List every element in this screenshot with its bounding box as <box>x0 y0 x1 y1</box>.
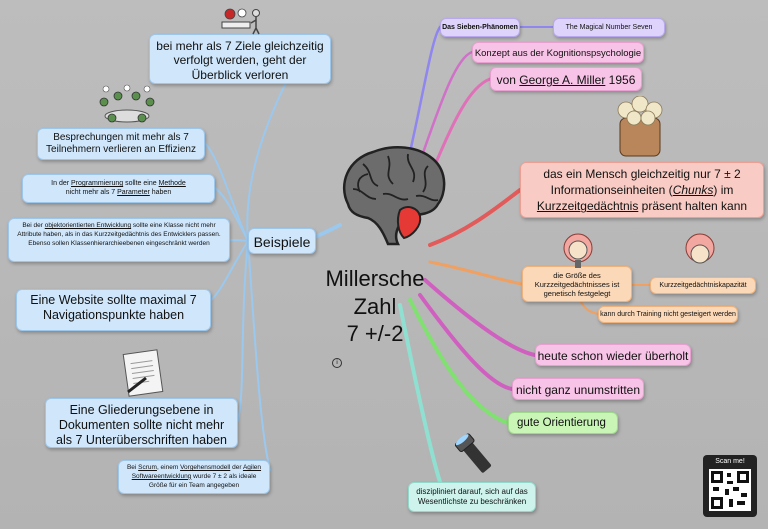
chunks-link[interactable]: Chunks <box>672 183 714 198</box>
node-orientation[interactable]: gute Orientierung <box>508 412 618 434</box>
link-scrum <box>247 240 271 471</box>
person-with-goals-icon <box>221 8 260 35</box>
programmierung-link[interactable]: Programmierung <box>71 180 124 187</box>
flashlight-icon <box>454 433 491 473</box>
node-document[interactable]: Eine Gliederungsebene in Dokumenten soll… <box>45 398 238 448</box>
vorgehensmodell-link[interactable]: Vorgehensmodell <box>180 464 231 471</box>
node-magical-number[interactable]: The Magical Number Seven <box>553 18 665 37</box>
link-genetic <box>428 260 524 286</box>
link-orientation <box>408 298 510 425</box>
node-controversial[interactable]: nicht ganz unumstritten <box>512 378 644 400</box>
node-discipline[interactable]: diszipliniert darauf, sich auf das Wesen… <box>408 482 536 512</box>
central-topic-line3: 7 +/-2 <box>346 321 404 346</box>
node-examples[interactable]: Beispiele <box>248 228 316 254</box>
link-training <box>579 299 599 315</box>
node-capacity[interactable]: das ein Mensch gleichzeitig nur 7 ± 2 In… <box>520 162 764 218</box>
node-training[interactable]: kann durch Training nicht gesteigert wer… <box>598 306 738 323</box>
qr-code-panel[interactable]: Scan me! <box>703 455 757 517</box>
qr-code-icon <box>709 469 751 511</box>
head-with-brain-icon <box>563 233 593 268</box>
miller-link[interactable]: George A. Miller <box>519 73 606 87</box>
node-outdated[interactable]: heute schon wieder überholt <box>535 344 691 366</box>
brain-head-icon <box>685 233 715 264</box>
node-kzg-capacity[interactable]: Kurzzeitgedächtniskapazität <box>650 277 756 294</box>
kurzzeitgedaechtnis-link[interactable]: Kurzzeitgedächtnis <box>536 199 639 214</box>
node-concept[interactable]: Konzept aus der Kognitionspsychologie <box>472 42 644 63</box>
contract-document-icon <box>122 349 164 397</box>
meeting-people-icon <box>99 84 155 123</box>
link-controversial <box>418 293 514 391</box>
central-topic[interactable]: Millersche Zahl 7 +/-2 <box>320 265 430 348</box>
agile-link[interactable]: Agilen Softwareentwicklung <box>131 464 262 480</box>
node-goals[interactable]: bei mehr als 7 Ziele gleichzeitig verfol… <box>149 34 331 84</box>
central-topic-line2: Zahl <box>353 293 397 319</box>
node-genetic[interactable]: die Größe des Kurzzeitgedächtnisses ist … <box>522 266 632 302</box>
brain-icon <box>342 146 446 246</box>
parameter-link[interactable]: Parameter <box>117 189 150 197</box>
link-document <box>237 240 249 421</box>
qr-label: Scan me! <box>715 458 745 465</box>
node-meetings[interactable]: Besprechungen mit mehr als 7 Teilnehmern… <box>37 128 205 160</box>
node-phenomenon[interactable]: Das Sieben-Phänomen <box>440 18 520 37</box>
link-prog <box>214 187 249 242</box>
link-outdated <box>423 278 537 357</box>
brains-in-jar-icon <box>617 96 663 157</box>
methode-link[interactable]: Methode <box>158 180 186 187</box>
node-oop[interactable]: Bei der objektorientierten Entwicklung s… <box>8 218 230 262</box>
link-oop <box>229 239 249 242</box>
info-icon[interactable]: i <box>332 358 342 368</box>
node-programming[interactable]: In der Programmierung sollte eine Method… <box>22 174 215 203</box>
node-website[interactable]: Eine Website sollte maximal 7 Navigation… <box>16 289 211 331</box>
link-capacity <box>428 188 522 247</box>
node-scrum[interactable]: Bei Scrum, einem Vorgehensmodell der Agi… <box>118 460 270 494</box>
scrum-link[interactable]: Scrum <box>138 464 157 471</box>
oop-link[interactable]: objektorientierten Entwicklung <box>44 222 132 229</box>
node-miller[interactable]: von George A. Miller 1956 <box>490 67 642 91</box>
link-website <box>210 240 249 301</box>
central-topic-line1: Millersche <box>325 266 425 291</box>
link-discipline <box>398 303 442 484</box>
